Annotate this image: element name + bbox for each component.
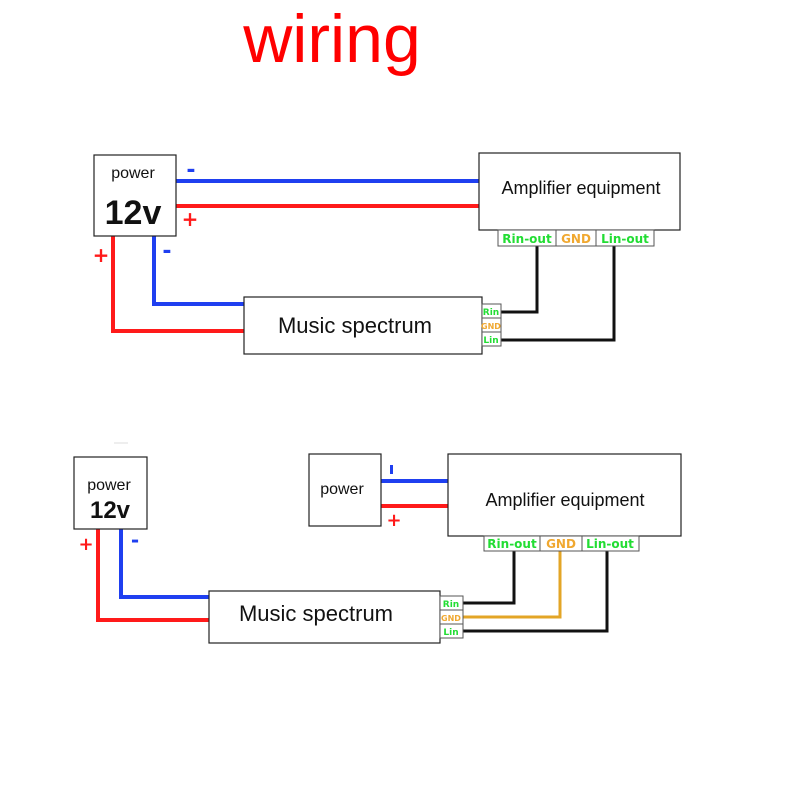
top-music-spectrum-label: Music spectrum xyxy=(278,313,432,338)
top-plus-sign-music: + xyxy=(93,243,110,267)
top-music-spectrum-box xyxy=(243,296,483,355)
bottom-amp-terminal-gnd-label: GND xyxy=(546,537,576,551)
bottom-power-label: power xyxy=(87,477,131,494)
top-amp-terminal-lin-out-label: Lin-out xyxy=(601,232,649,246)
top-amp-terminal-rin-out-label: Rin-out xyxy=(502,232,552,246)
bottom-amplifier-label: Amplifier equipment xyxy=(485,490,644,510)
bottom-amplifier-box xyxy=(447,453,682,537)
bottom-power-box xyxy=(73,456,148,530)
bottom-music-spectrum-label: Music spectrum xyxy=(239,601,393,626)
top-left-signal-wire xyxy=(500,246,616,342)
top-amp-terminal-gnd-label: GND xyxy=(561,232,591,246)
top-minus-sign-amp: - xyxy=(186,158,195,183)
bottom-amp-terminal-lin-out-label: Lin-out xyxy=(586,537,634,551)
bottom-music-terminal-gnd-label: GND xyxy=(441,614,461,623)
bottom-minus-sign-music: - xyxy=(131,528,139,552)
bottom-music-terminal-lin xyxy=(439,623,464,639)
top-plus-sign-amp: + xyxy=(182,207,199,231)
bottom-positive-wire-to-music xyxy=(96,529,209,622)
bottom-plus-sign-amp: + xyxy=(386,510,401,531)
bottom-negative-wire-to-music xyxy=(119,529,209,599)
bottom-music-spectrum-box xyxy=(208,590,441,644)
bottom-minus-sign-amp xyxy=(390,465,393,474)
bottom-plus-sign-music: + xyxy=(78,534,93,555)
top-negative-wire-to-music xyxy=(152,236,244,306)
top-amplifier-label: Amplifier equipment xyxy=(501,178,660,198)
top-power-voltage: 12v xyxy=(105,194,162,232)
top-minus-sign-music: - xyxy=(162,239,171,264)
page-title: wiring xyxy=(242,1,421,77)
diagram-bottom: power 12v + - power + Amplifier equipmen… xyxy=(73,453,682,644)
top-music-terminal-rin-label: Rin xyxy=(483,308,499,318)
bottom-amp-terminal-lin-out xyxy=(581,535,640,552)
top-amp-terminal-lin-out xyxy=(595,229,655,247)
bottom-music-terminal-rin-label: Rin xyxy=(443,600,459,610)
top-power-box xyxy=(93,154,177,237)
bottom-power-voltage: 12v xyxy=(90,497,131,524)
top-power-label: power xyxy=(111,165,155,182)
bottom-amp-power-label: power xyxy=(320,481,364,498)
top-right-signal-wire xyxy=(500,246,539,314)
bottom-right-signal-wire xyxy=(463,551,516,605)
bottom-amp-power-box xyxy=(308,453,382,527)
bottom-music-terminal-lin-label: Lin xyxy=(443,628,458,638)
bottom-left-signal-wire xyxy=(463,551,609,633)
bottom-amp-terminal-rin-out-label: Rin-out xyxy=(487,537,537,551)
bottom-gnd-wire xyxy=(463,551,562,619)
top-music-terminal-lin xyxy=(481,331,502,347)
top-music-terminal-gnd-label: GND xyxy=(481,322,501,331)
top-positive-wire-to-music xyxy=(111,236,244,333)
diagram-top: power 12v - + + - Amplifier equipment Ri… xyxy=(93,152,681,355)
top-amplifier-box xyxy=(478,152,681,231)
top-music-terminal-lin-label: Lin xyxy=(483,336,498,346)
